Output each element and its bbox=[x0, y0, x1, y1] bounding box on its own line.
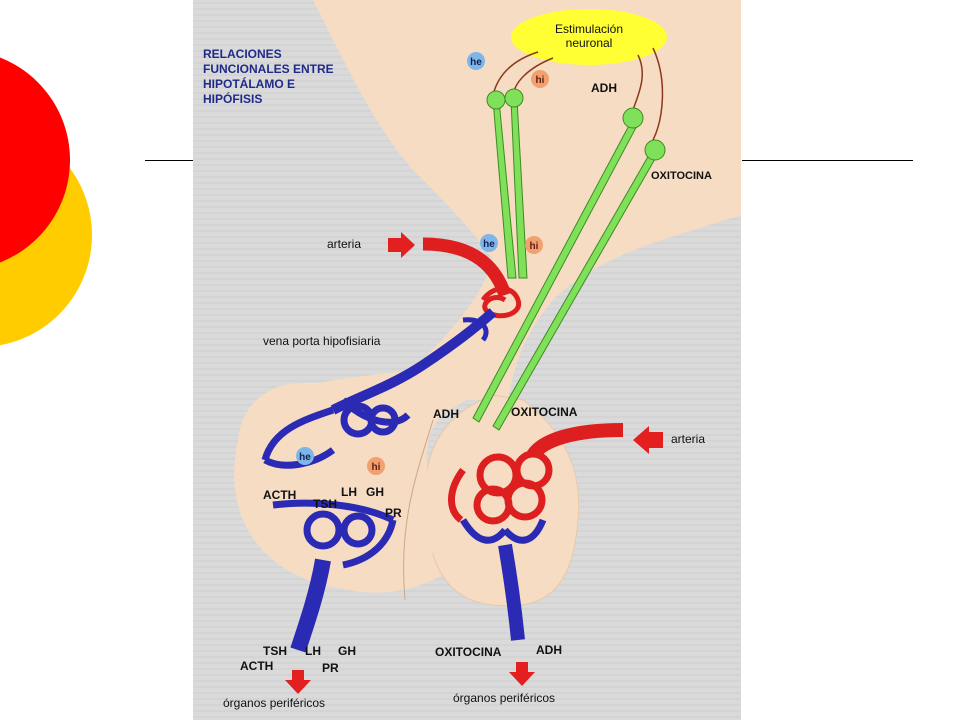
nerve-fibres bbox=[492, 47, 664, 141]
oxitocina-label-posterior: OXITOCINA bbox=[511, 405, 578, 419]
hi-badge-lobe: hi bbox=[367, 457, 385, 475]
output-arrow-right bbox=[509, 662, 535, 686]
pituitary-body bbox=[237, 382, 443, 591]
he-badge-lobe: he bbox=[296, 447, 314, 465]
arteria-label-right: arteria bbox=[671, 432, 705, 446]
tsh-label: TSH bbox=[313, 497, 337, 511]
acth-label: ACTH bbox=[263, 488, 296, 502]
adh-label-posterior: ADH bbox=[433, 407, 459, 421]
svg-text:he: he bbox=[299, 452, 311, 463]
arteria-label-top: arteria bbox=[327, 237, 361, 251]
right-artery bbox=[527, 423, 624, 460]
svg-text:he: he bbox=[483, 239, 495, 250]
green-neurons bbox=[472, 88, 666, 431]
top-capillary-bed bbox=[480, 286, 522, 319]
right-arteria-arrow bbox=[633, 426, 663, 454]
output-gh-label: GH bbox=[338, 644, 356, 658]
portal-vein-branch bbox=[462, 317, 489, 342]
stimulation-label-line2: neuronal bbox=[566, 36, 613, 50]
adh-label-top: ADH bbox=[591, 81, 617, 95]
he-badge-mid: he bbox=[480, 234, 498, 252]
hi-badge-mid: hi bbox=[525, 236, 543, 254]
stimulation-ellipse bbox=[511, 9, 667, 65]
gh-label: GH bbox=[366, 485, 384, 499]
output-pr-label: PR bbox=[322, 661, 339, 675]
output-acth-label: ACTH bbox=[240, 659, 273, 673]
diagram-title-line2: FUNCIONALES ENTRE bbox=[203, 62, 334, 76]
output-lh-label: LH bbox=[305, 644, 321, 658]
slide-decoration bbox=[0, 57, 92, 346]
title-rule-right bbox=[742, 160, 913, 161]
title-rule-left bbox=[145, 160, 193, 161]
pr-label: PR bbox=[385, 506, 402, 520]
vena-porta-label: vena porta hipofisiaria bbox=[263, 334, 381, 348]
hypothalamus-pituitary-diagram: Estimulación neuronal RELACIONES FUNCION… bbox=[193, 0, 741, 720]
output-tsh-label: TSH bbox=[263, 644, 287, 658]
anterior-capillary-network bbox=[261, 397, 411, 653]
organos-label-right: órganos periféricos bbox=[453, 691, 555, 705]
diagram-title-line4: HIPÓFISIS bbox=[203, 91, 262, 106]
diagram-title-line1: RELACIONES bbox=[203, 47, 282, 61]
svg-text:hi: hi bbox=[530, 241, 539, 252]
lh-label: LH bbox=[341, 485, 357, 499]
top-artery bbox=[422, 237, 512, 298]
output-oxitocina-label: OXITOCINA bbox=[435, 645, 502, 659]
oxitocina-label-top: OXITOCINA bbox=[651, 170, 712, 182]
decoration-red-circle bbox=[0, 57, 70, 263]
output-adh-label: ADH bbox=[536, 643, 562, 657]
top-arteria-arrow bbox=[388, 232, 415, 258]
posterior-venous-network bbox=[459, 518, 547, 641]
svg-text:he: he bbox=[470, 57, 482, 68]
stimulation-label-line1: Estimulación bbox=[555, 22, 623, 36]
diagram-title-line3: HIPOTÁLAMO E bbox=[203, 76, 295, 91]
hypothalamus-tissue bbox=[313, 0, 741, 400]
he-badge-top: he bbox=[467, 52, 485, 70]
lobe-divider bbox=[403, 419, 434, 601]
organos-label-left: órganos periféricos bbox=[223, 696, 325, 710]
portal-vein bbox=[330, 308, 497, 415]
svg-text:hi: hi bbox=[372, 462, 381, 473]
hi-badge-top: hi bbox=[531, 70, 549, 88]
output-arrow-left bbox=[285, 670, 311, 694]
svg-text:hi: hi bbox=[536, 75, 545, 86]
posterior-capillary-network bbox=[448, 450, 553, 525]
